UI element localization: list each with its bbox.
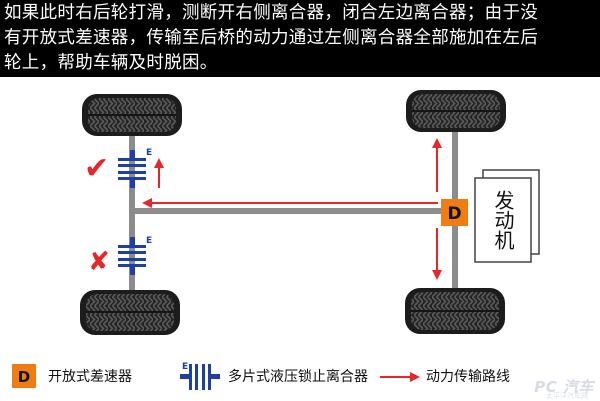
legend-arrow-text: 动力传输路线 bbox=[426, 369, 510, 385]
svg-text:E: E bbox=[182, 362, 188, 372]
clutch-lower: E bbox=[118, 236, 152, 275]
svg-text:D: D bbox=[18, 368, 30, 386]
legend-differential-text: 开放式差速器 bbox=[48, 369, 132, 385]
engine-box: 发动机 bbox=[474, 169, 540, 263]
differential-letter: D bbox=[447, 204, 461, 224]
check-mark-icon: ✔ bbox=[84, 151, 109, 186]
watermark-logo: PC 汽车 bbox=[534, 378, 594, 396]
tire-rear-left bbox=[82, 94, 182, 136]
tire-rear-right bbox=[80, 290, 180, 335]
header-bar: 如果此时右后轮打滑，测断开右侧离合器，闭合左边离合器；由于没 有开放式差速器，传… bbox=[0, 0, 600, 77]
legend-clutch-text: 多片式液压锁止离合器 bbox=[228, 369, 368, 385]
tire-front-right bbox=[405, 288, 505, 334]
engine-label: 发动机 bbox=[491, 190, 515, 250]
header-line-3: 轮上，帮助车辆及时脱困。 bbox=[4, 53, 218, 73]
header-line-2: 有开放式差速器，传输至后桥的动力通过左侧离合器全部施加在左后 bbox=[4, 28, 538, 48]
clutch-upper: E bbox=[118, 148, 152, 188]
x-mark-icon: ✘ bbox=[88, 247, 110, 277]
tire-front-left bbox=[406, 90, 506, 132]
clutch-lower-letter: E bbox=[146, 236, 152, 246]
header-line-1: 如果此时右后轮打滑，测断开右侧离合器，闭合左边离合器；由于没 bbox=[4, 3, 538, 23]
watermark-sub: 太平洋汽车网 bbox=[546, 392, 588, 400]
differential-box: D bbox=[441, 199, 468, 226]
legend-clutch-icon: E bbox=[180, 362, 220, 390]
legend-differential-icon: D bbox=[12, 364, 36, 388]
clutch-upper-letter: E bbox=[146, 148, 152, 158]
power-flow-arrows bbox=[142, 138, 442, 280]
